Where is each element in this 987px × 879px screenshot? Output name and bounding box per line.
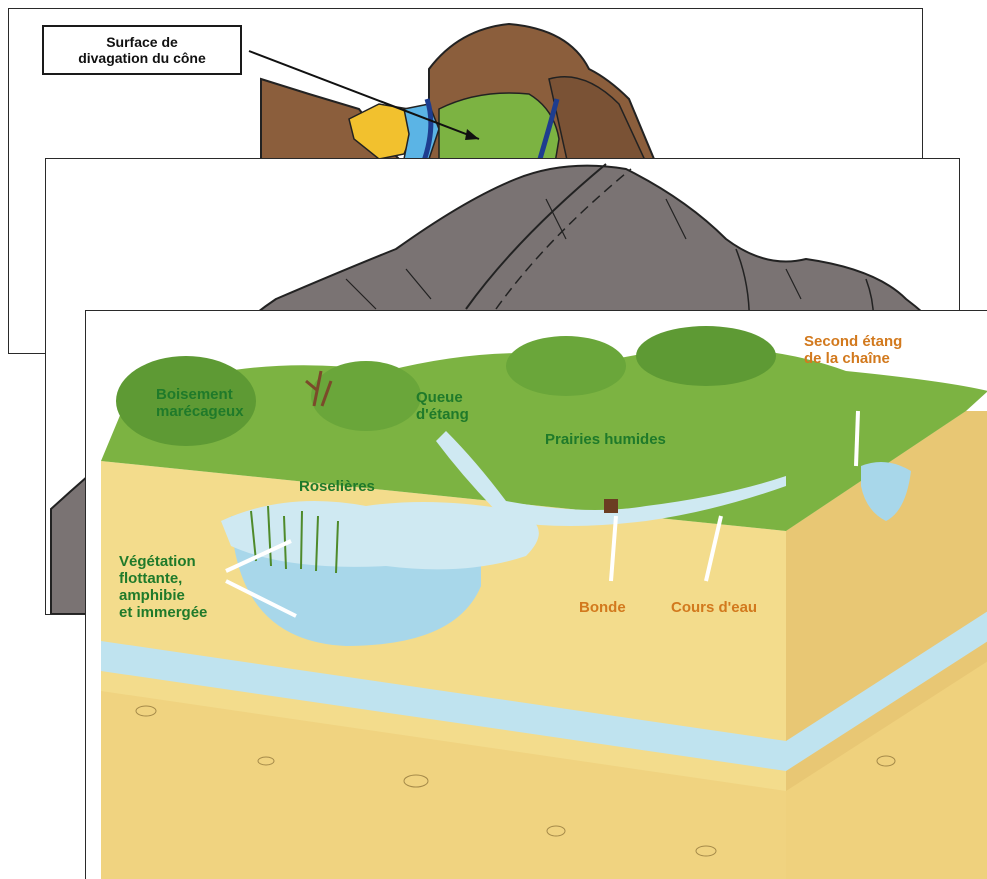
cone-callout-box: Surface de divagation du cône <box>42 25 242 75</box>
label-prairies-text: Prairies humides <box>545 431 666 448</box>
pond-block-diagram-panel: Boisement marécageux Queue d'étang Prair… <box>85 310 987 879</box>
callout-line-1: Surface de <box>44 34 240 50</box>
label-vegetation: Végétation flottante, amphibie et immerg… <box>119 553 207 621</box>
label-queue-line-1: Queue <box>416 389 469 406</box>
label-boisement-marecageux: Boisement marécageux <box>156 386 244 420</box>
label-vegetation-line-4: et immergée <box>119 604 207 621</box>
label-prairies-humides: Prairies humides <box>545 431 666 448</box>
label-queue-line-2: d'étang <box>416 406 469 423</box>
label-second-etang: Second étang de la chaîne <box>804 333 902 367</box>
label-bonde-text: Bonde <box>579 599 626 616</box>
label-boisement-line-1: Boisement <box>156 386 244 403</box>
label-cours-deau: Cours d'eau <box>671 599 757 616</box>
label-vegetation-line-2: flottante, <box>119 570 207 587</box>
callout-line-2: divagation du cône <box>44 50 240 66</box>
label-roselieres-text: Roselières <box>299 478 375 495</box>
label-cours-text: Cours d'eau <box>671 599 757 616</box>
label-queue-detang: Queue d'étang <box>416 389 469 423</box>
label-second-line-2: de la chaîne <box>804 350 902 367</box>
label-roselieres: Roselières <box>299 478 375 495</box>
label-bonde: Bonde <box>579 599 626 616</box>
label-vegetation-line-1: Végétation <box>119 553 207 570</box>
label-boisement-line-2: marécageux <box>156 403 244 420</box>
label-second-line-1: Second étang <box>804 333 902 350</box>
label-vegetation-line-3: amphibie <box>119 587 207 604</box>
